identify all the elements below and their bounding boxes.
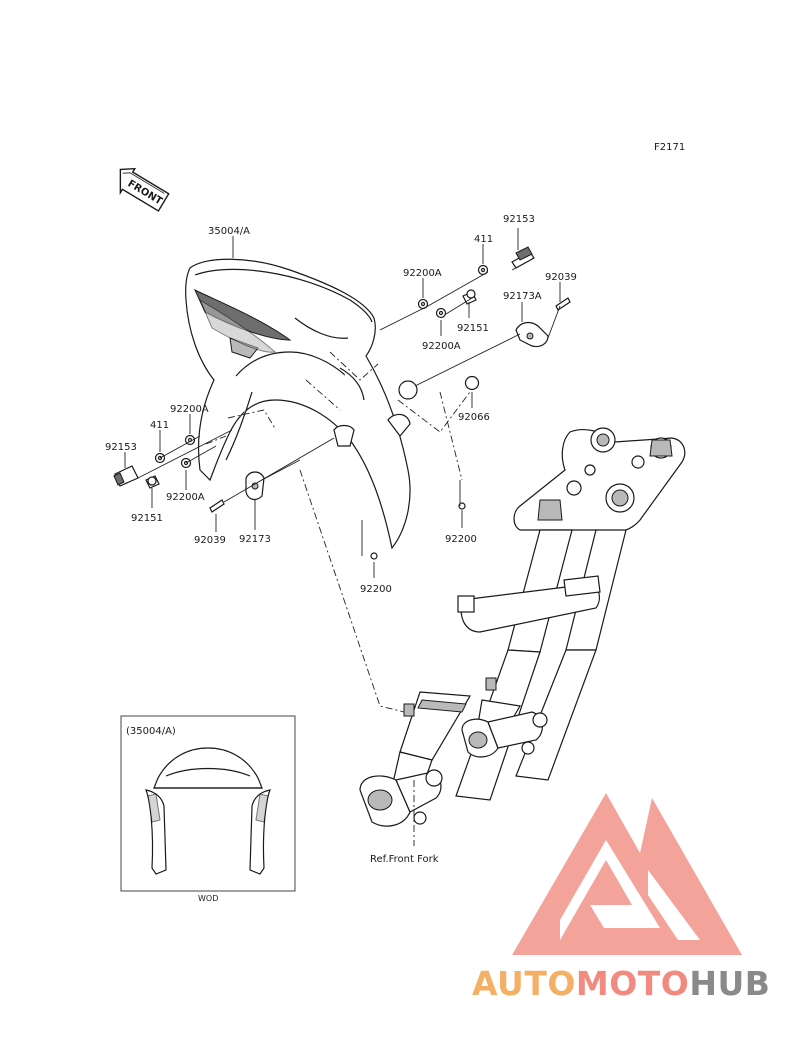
logo-text-auto: AUTO (472, 964, 576, 1003)
automotohub-logo: AUTOMOTOHUB (472, 793, 770, 1003)
label-washer-left-upper: 92200A (170, 404, 209, 415)
label-washer-top: 92200A (403, 268, 442, 279)
label-screw-left: 92153 (105, 442, 137, 453)
label-washer-right: 92200 (445, 534, 477, 545)
label-fender: 35004/A (208, 226, 250, 237)
inset-caption: WOD (198, 894, 218, 903)
label-washer-bottom: 92200 (360, 584, 392, 595)
inset-fender-front-view (145, 747, 271, 875)
label-pin-left: 92039 (194, 535, 226, 546)
diagram-code: F2171 (654, 142, 685, 153)
label-screw-top: 92153 (503, 214, 535, 225)
front-fender (185, 258, 411, 550)
label-washer-left-lower: 92200A (166, 492, 205, 503)
label-washer-top-lower: 92200A (422, 341, 461, 352)
label-ref-front-fork: Ref.Front Fork (370, 854, 439, 865)
label-pin-right: 92039 (545, 272, 577, 283)
logo-text-moto: MOTO (576, 964, 689, 1003)
label-clamp-left: 92173 (239, 534, 271, 545)
front-fork (359, 427, 686, 827)
inset-title: (35004/A) (126, 726, 176, 737)
part-labels: 35004/A 92153 411 92200A 92039 92173A 92… (105, 214, 577, 865)
label-grommet: 92066 (458, 412, 490, 423)
logo-text-hub: HUB (689, 964, 770, 1003)
leader-lines (124, 228, 561, 846)
inset-variant-box: (35004/A) WOD (120, 715, 296, 903)
label-collar-top: 411 (474, 234, 493, 245)
front-arrow-icon: FRONT (119, 167, 170, 212)
label-bolt-top: 92151 (457, 323, 489, 334)
label-bolt-left: 92151 (131, 513, 163, 524)
label-clamp-right: 92173A (503, 291, 542, 302)
svg-text:AUTOMOTOHUB: AUTOMOTOHUB (472, 964, 770, 1003)
label-collar-left: 411 (150, 420, 169, 431)
logo-triangle-icon (512, 793, 742, 955)
